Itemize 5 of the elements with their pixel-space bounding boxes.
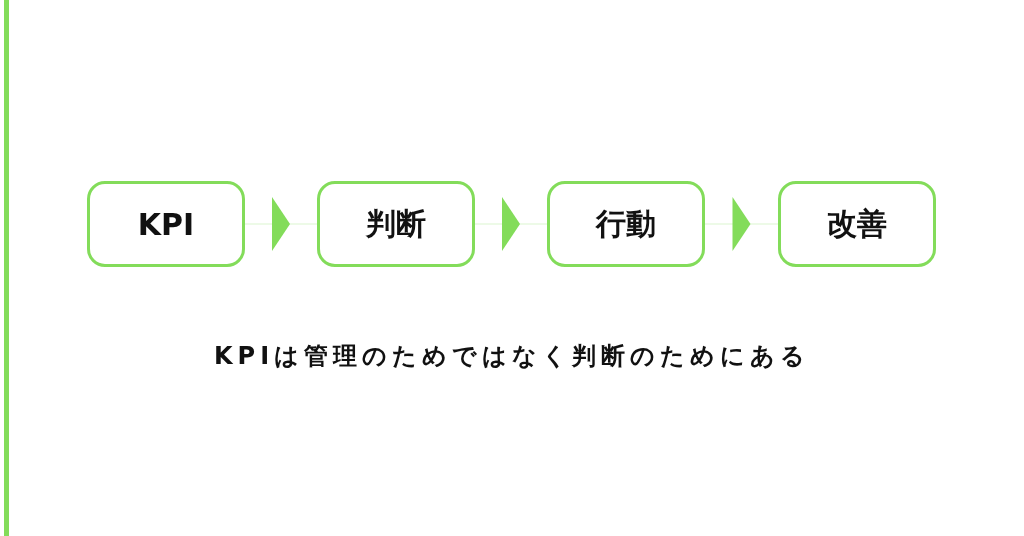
caption: KPIは管理のためではなく判断のためにある	[213, 342, 811, 370]
process-box: 行動	[547, 181, 705, 267]
process-box: 判断	[317, 181, 475, 267]
process-box: KPI	[87, 181, 245, 267]
process-box: 改善	[778, 181, 936, 267]
